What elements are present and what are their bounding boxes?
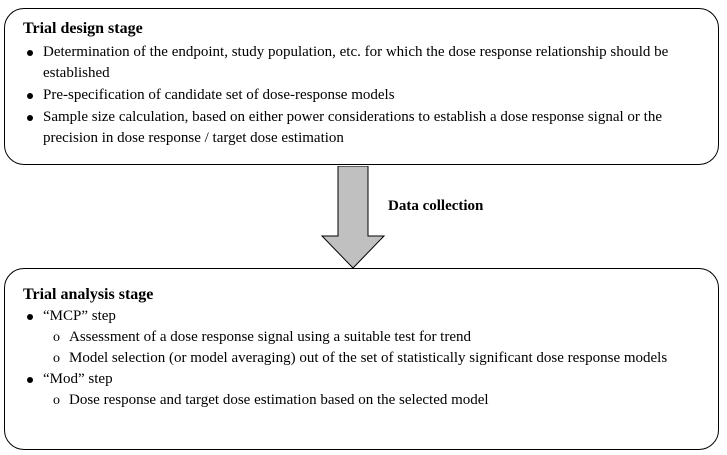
design-bullet-prespecification: Pre-specification of candidate set of do…	[18, 85, 708, 106]
bullet-dot-icon	[27, 50, 33, 56]
bullet-dot-icon	[27, 314, 33, 320]
sub-bullet-circle-icon: o	[53, 351, 60, 366]
mcp-substep-signal: o Assessment of a dose response signal u…	[43, 327, 708, 348]
substep-text: Model selection (or model averaging) out…	[69, 350, 668, 366]
analysis-step-mcp: “MCP” step o Assessment of a dose respon…	[18, 306, 708, 369]
data-collection-label: Data collection	[388, 198, 484, 214]
design-bullet-text: Determination of the endpoint, study pop…	[43, 44, 669, 81]
bullet-dot-icon	[27, 115, 33, 121]
substep-text: Dose response and target dose estimation…	[69, 392, 489, 408]
design-bullet-sample-size: Sample size calculation, based on either…	[18, 107, 708, 149]
sub-bullet-circle-icon: o	[53, 393, 60, 408]
trial-analysis-bullet-list: “MCP” step o Assessment of a dose respon…	[18, 306, 708, 411]
arrow-shape	[320, 166, 386, 269]
trial-design-bullet-list: Determination of the endpoint, study pop…	[18, 42, 708, 150]
trial-design-stage-title: Trial design stage	[23, 20, 143, 37]
substep-text: Assessment of a dose response signal usi…	[69, 329, 472, 345]
design-bullet-text: Sample size calculation, based on either…	[43, 109, 662, 146]
mod-substep-estimation: o Dose response and target dose estimati…	[43, 390, 708, 411]
mcp-substep-model-selection: o Model selection (or model averaging) o…	[43, 348, 708, 369]
bullet-dot-icon	[27, 93, 33, 99]
mcp-substep-list: o Assessment of a dose response signal u…	[43, 327, 708, 369]
mod-substep-list: o Dose response and target dose estimati…	[43, 390, 708, 411]
down-arrow-icon	[320, 166, 386, 269]
analysis-step-label: “Mod” step	[43, 371, 113, 387]
analysis-step-label: “MCP” step	[43, 308, 116, 324]
sub-bullet-circle-icon: o	[53, 330, 60, 345]
bullet-dot-icon	[27, 377, 33, 383]
design-bullet-endpoint: Determination of the endpoint, study pop…	[18, 42, 708, 84]
trial-analysis-stage-title: Trial analysis stage	[23, 286, 154, 303]
design-bullet-text: Pre-specification of candidate set of do…	[43, 87, 395, 103]
analysis-step-mod: “Mod” step o Dose response and target do…	[18, 369, 708, 411]
trial-analysis-stage-box: Trial analysis stage “MCP” step o Assess…	[4, 268, 719, 450]
trial-design-stage-box: Trial design stage Determination of the …	[4, 8, 719, 165]
